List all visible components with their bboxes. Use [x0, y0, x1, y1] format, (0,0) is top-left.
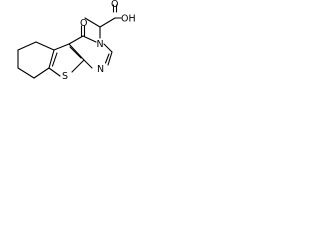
bond-carbonyl-c-to-c4a [68, 35, 84, 45]
bond-n-bottom-to-c7a [83, 59, 93, 69]
bond-c4a-to-c4b [53, 43, 70, 51]
atom-label-ketone-oxygen: O [80, 18, 87, 29]
bond-c7-to-c8 [17, 67, 35, 79]
atom-label-sulfur: S [62, 71, 68, 82]
bond-acid-to-alpha [99, 17, 116, 28]
bond-c4b-to-c8a-double [51, 52, 58, 67]
bond-n-to-carbonyl-c [82, 35, 97, 43]
bond-c7a-to-c4a [68, 43, 85, 61]
bond-ch-to-n-bottom-double [104, 53, 110, 64]
atom-label-acid-oxygen: O [111, 0, 118, 10]
bond-c4b-to-c8a [48, 49, 55, 69]
bond-n-to-ch [103, 43, 113, 53]
bond-c4b-to-c5 [35, 41, 55, 51]
bond-alpha-to-methyl [84, 17, 101, 28]
chemical-structure-diagram: OH O O N N S [17, 0, 136, 82]
atom-label-ring-nitrogen: N [97, 39, 104, 50]
atom-label-hydroxyl: OH [121, 14, 136, 25]
bonds [17, 4, 122, 79]
bond-c7a-to-s [71, 59, 85, 73]
bond-s-to-c8a [48, 67, 61, 77]
bond-c8-to-c8a [33, 67, 50, 79]
bond-c7a-to-c4a-double [69, 46, 82, 59]
atom-labels: OH O O N N S [62, 0, 136, 82]
bond-c5-to-c6 [17, 41, 37, 51]
atom-label-bottom-nitrogen: N [97, 64, 104, 75]
bond-ch-to-n-bottom [107, 51, 113, 66]
